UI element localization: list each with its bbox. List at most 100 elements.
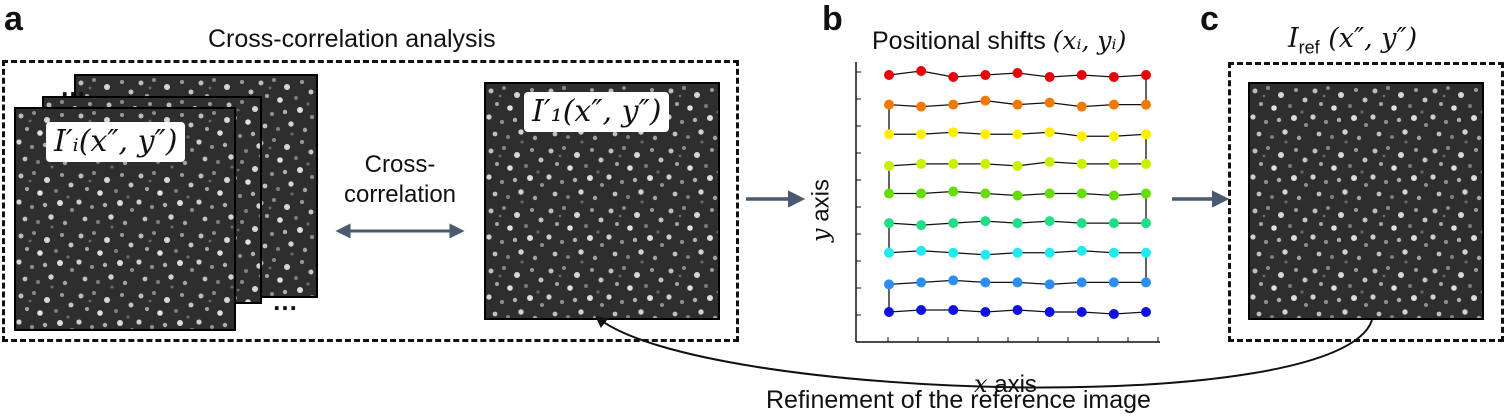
shift-point (948, 218, 959, 229)
shift-point (916, 188, 927, 199)
cross-correlation-label-line1: Cross- (364, 151, 436, 178)
stack-image-label: I′ᵢ(x″, y″) (46, 122, 186, 162)
shift-point (1141, 188, 1151, 199)
panel-c-title-sub: ref (1298, 37, 1320, 58)
shift-point (1141, 218, 1151, 229)
shift-point (884, 70, 894, 80)
reference-image-frame (1228, 62, 1504, 342)
shift-point (948, 72, 959, 82)
reference-image-1-label: I′₁(x″, y″) (524, 92, 670, 132)
shift-point (1141, 158, 1151, 169)
shift-point (1044, 127, 1055, 138)
x-axis-var: x (974, 370, 988, 398)
shift-point (1012, 160, 1023, 171)
shift-point (884, 307, 894, 317)
shift-point (1141, 307, 1151, 317)
shift-point (1076, 245, 1087, 256)
shift-point (1012, 68, 1023, 78)
shift-point (1141, 277, 1151, 288)
shift-point (980, 188, 991, 199)
shift-point (916, 66, 927, 76)
shift-point (1044, 188, 1055, 199)
shift-point (1012, 129, 1023, 140)
shift-point (980, 95, 991, 106)
shift-point (1044, 216, 1055, 227)
shift-point (948, 99, 959, 110)
panel-b-title-math: (xᵢ, yᵢ) (1052, 26, 1127, 55)
shift-point (1108, 218, 1119, 229)
shift-point (884, 129, 894, 140)
refined-reference-image (1248, 82, 1484, 320)
shift-point (884, 160, 894, 171)
shift-point (980, 307, 991, 317)
positional-shifts-chart (855, 62, 1160, 343)
shift-point (1044, 247, 1055, 258)
shift-point (916, 277, 927, 288)
refinement-label: Refinement of the reference image (766, 386, 1151, 414)
shift-point (980, 70, 991, 80)
shift-point (916, 101, 927, 112)
shift-point (1012, 247, 1023, 258)
cross-correlation-label: Cross- correlation (330, 150, 470, 210)
refinement-arrow (595, 315, 1373, 389)
shift-point (1108, 158, 1119, 169)
shift-point (1012, 99, 1023, 110)
shift-point (1012, 277, 1023, 288)
shift-point (980, 129, 991, 140)
shift-point (1012, 218, 1023, 229)
shift-point (1044, 156, 1055, 167)
shift-point (1141, 129, 1151, 140)
shift-point (1076, 218, 1087, 229)
shift-point (884, 247, 894, 258)
shift-point (884, 188, 894, 199)
stack-dots-top: … (60, 72, 88, 102)
shift-point (884, 218, 894, 229)
panel-c-title-args: (x″, y″) (1319, 23, 1418, 54)
shift-point (1012, 190, 1023, 201)
shift-point (948, 247, 959, 258)
shift-point (1108, 72, 1119, 82)
panel-c-title-I: I (1288, 23, 1299, 54)
stack-dots-bottom: … (272, 286, 300, 316)
shift-point (916, 158, 927, 169)
shift-point (1076, 70, 1087, 80)
shift-point (1076, 307, 1087, 317)
shift-point (1044, 97, 1055, 108)
shift-point (948, 186, 959, 197)
shift-point (884, 279, 894, 290)
panel-c-title: Iref (x″, y″) (1288, 24, 1417, 62)
cross-correlation-label-line2: correlation (343, 181, 457, 208)
panel-a-title: Cross-correlation analysis (208, 25, 496, 53)
panel-letter-c: c (1200, 0, 1219, 38)
shift-point (1141, 70, 1151, 80)
shift-point (1108, 190, 1119, 201)
shift-point (948, 275, 959, 286)
shift-point (1076, 131, 1087, 142)
shift-point (1012, 305, 1023, 315)
shift-point (980, 158, 991, 169)
shift-point (916, 245, 927, 256)
shift-point (980, 277, 991, 288)
shift-point (1108, 131, 1119, 142)
x-axis-label: x axis (974, 370, 1037, 399)
shift-point (884, 99, 894, 110)
cross-correlation-frame (2, 60, 739, 342)
shift-point (1141, 99, 1151, 110)
shift-point (916, 220, 927, 231)
shift-point (1108, 247, 1119, 258)
shift-point (916, 305, 927, 315)
shift-point (980, 216, 991, 227)
shift-point (1108, 277, 1119, 288)
shift-point (1044, 307, 1055, 317)
shift-point (1044, 72, 1055, 82)
panel-letter-a: a (4, 0, 23, 38)
x-axis-word: axis (987, 371, 1037, 398)
shift-point (1076, 188, 1087, 199)
shift-point (1044, 279, 1055, 290)
panel-b-title-text: Positional shifts (872, 27, 1053, 55)
shift-point (916, 129, 927, 140)
shift-point (948, 158, 959, 169)
shift-point (1108, 309, 1119, 319)
shift-point (1076, 277, 1087, 288)
